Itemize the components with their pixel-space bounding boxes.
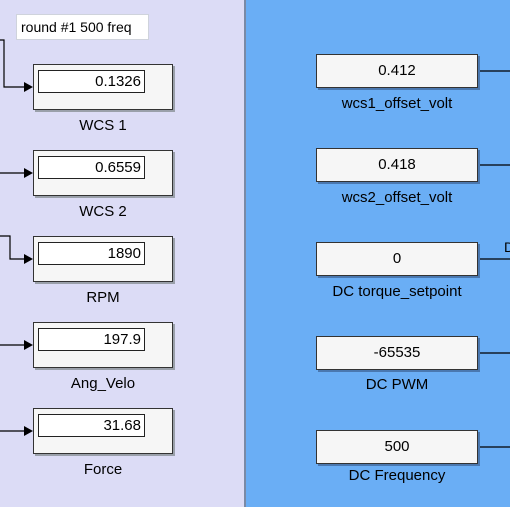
- constant-block-wcs1-offset[interactable]: 0.412: [316, 54, 478, 88]
- display-value: 1890: [38, 242, 145, 265]
- display-value: 31.68: [38, 414, 145, 437]
- constant-block-dc-torque-setpoint[interactable]: 0: [316, 242, 478, 276]
- display-block-wcs2[interactable]: 0.6559: [33, 150, 173, 196]
- clipped-label-fragment: D: [504, 239, 510, 255]
- right-subsystem-area: 0.412 wcs1_offset_volt 0.418 wcs2_offset…: [244, 0, 510, 507]
- annotation-note[interactable]: round #1 500 freq: [16, 14, 149, 40]
- arrowhead-icon: [24, 82, 33, 92]
- constant-block-dc-pwm[interactable]: -65535: [316, 336, 478, 370]
- constant-block-wcs2-offset[interactable]: 0.418: [316, 148, 478, 182]
- constant-block-dc-frequency[interactable]: 500: [316, 430, 478, 464]
- right-signal-lines: D: [480, 70, 510, 448]
- display-label: Force: [83, 461, 123, 478]
- constant-label: DC PWM: [365, 376, 429, 393]
- signal-line[interactable]: [0, 39, 26, 88]
- display-value: 197.9: [38, 328, 145, 351]
- display-label: RPM: [86, 289, 120, 306]
- display-block-rpm[interactable]: 1890: [33, 236, 173, 282]
- left-subsystem-area: round #1 500 freq 0.1326 WCS 1 0.6559 WC…: [0, 0, 244, 507]
- arrowhead-icon: [24, 340, 33, 350]
- constant-label: wcs2_offset_volt: [341, 189, 453, 206]
- display-label: Ang_Velo: [70, 375, 136, 392]
- display-block-ang-velo[interactable]: 197.9: [33, 322, 173, 368]
- display-value: 0.1326: [38, 70, 145, 93]
- signal-line[interactable]: [0, 235, 26, 260]
- constant-label: DC torque_setpoint: [332, 283, 462, 300]
- constant-label: wcs1_offset_volt: [341, 95, 453, 112]
- display-block-wcs1[interactable]: 0.1326: [33, 64, 173, 110]
- arrowhead-icon: [24, 168, 33, 178]
- constant-label: DC Frequency: [348, 467, 446, 484]
- display-value: 0.6559: [38, 156, 145, 179]
- arrowhead-icon: [24, 254, 33, 264]
- left-signal-lines: [0, 39, 33, 436]
- display-label: WCS 2: [79, 203, 127, 220]
- arrowhead-icon: [24, 426, 33, 436]
- display-label: WCS 1: [79, 117, 127, 134]
- display-block-force[interactable]: 31.68: [33, 408, 173, 454]
